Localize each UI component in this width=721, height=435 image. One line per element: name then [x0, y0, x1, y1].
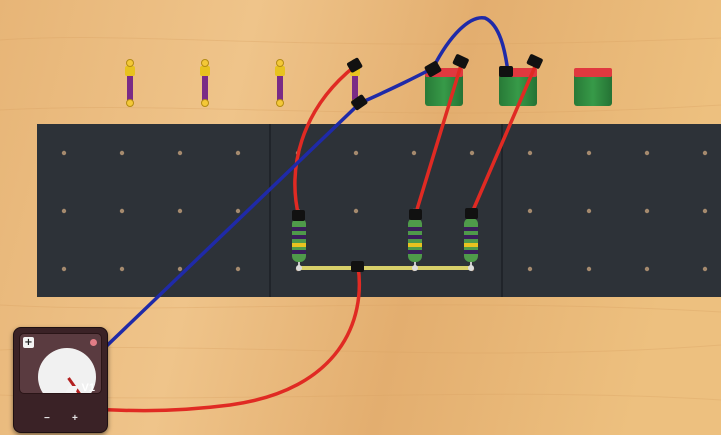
breadboard-peg[interactable]: [586, 208, 592, 214]
breadboard-peg[interactable]: [469, 150, 475, 156]
red-wire-r1[interactable]: [293, 64, 357, 219]
breadboard-peg[interactable]: [527, 150, 533, 156]
breadboard-peg[interactable]: [702, 208, 708, 214]
plus-terminal-label: +: [72, 413, 78, 424]
red-wire-bus-to-meter[interactable]: [70, 264, 362, 413]
breadboard-peg[interactable]: [177, 266, 183, 272]
voltmeter-display: + V1: [19, 333, 102, 394]
breadboard-peg[interactable]: [119, 208, 125, 214]
breadboard-peg[interactable]: [586, 266, 592, 272]
resistor-r3[interactable]: [464, 218, 478, 262]
breadboard-peg[interactable]: [411, 150, 417, 156]
minus-terminal-label: −: [44, 413, 50, 424]
breadboard-peg[interactable]: [702, 150, 708, 156]
breadboard-peg[interactable]: [61, 150, 67, 156]
breadboard-peg[interactable]: [353, 150, 359, 156]
battery[interactable]: [574, 68, 612, 106]
breadboard-peg[interactable]: [586, 150, 592, 156]
resistor-r1[interactable]: [292, 218, 306, 262]
red-wire-r3[interactable]: [469, 60, 539, 217]
status-led: [90, 339, 97, 346]
breadboard-peg[interactable]: [119, 150, 125, 156]
blue-wire-battery-link[interactable]: [431, 16, 510, 74]
breadboard-peg[interactable]: [177, 208, 183, 214]
breadboard-peg[interactable]: [235, 266, 241, 272]
voltmeter[interactable]: + V1 − +: [13, 327, 108, 433]
breadboard-peg[interactable]: [527, 266, 533, 272]
breadboard-peg[interactable]: [644, 208, 650, 214]
breadboard-peg[interactable]: [527, 208, 533, 214]
resistor-r2[interactable]: [408, 218, 422, 262]
breadboard-peg[interactable]: [61, 266, 67, 272]
breadboard-peg[interactable]: [235, 208, 241, 214]
parts-bin-wire[interactable]: [200, 59, 210, 107]
breadboard-peg[interactable]: [235, 150, 241, 156]
breadboard-peg[interactable]: [702, 266, 708, 272]
parts-bin-wire[interactable]: [275, 59, 285, 107]
breadboard: [37, 124, 721, 297]
parts-bin-wire[interactable]: [125, 59, 135, 107]
voltmeter-dial: [38, 348, 96, 393]
breadboard-peg[interactable]: [61, 208, 67, 214]
breadboard-peg[interactable]: [644, 150, 650, 156]
breadboard-peg[interactable]: [177, 150, 183, 156]
red-wire-r2[interactable]: [413, 60, 464, 218]
plus-icon[interactable]: +: [23, 337, 34, 348]
breadboard-peg[interactable]: [353, 208, 359, 214]
breadboard-peg[interactable]: [119, 266, 125, 272]
breadboard-peg[interactable]: [644, 266, 650, 272]
voltmeter-label: V1: [81, 382, 95, 394]
